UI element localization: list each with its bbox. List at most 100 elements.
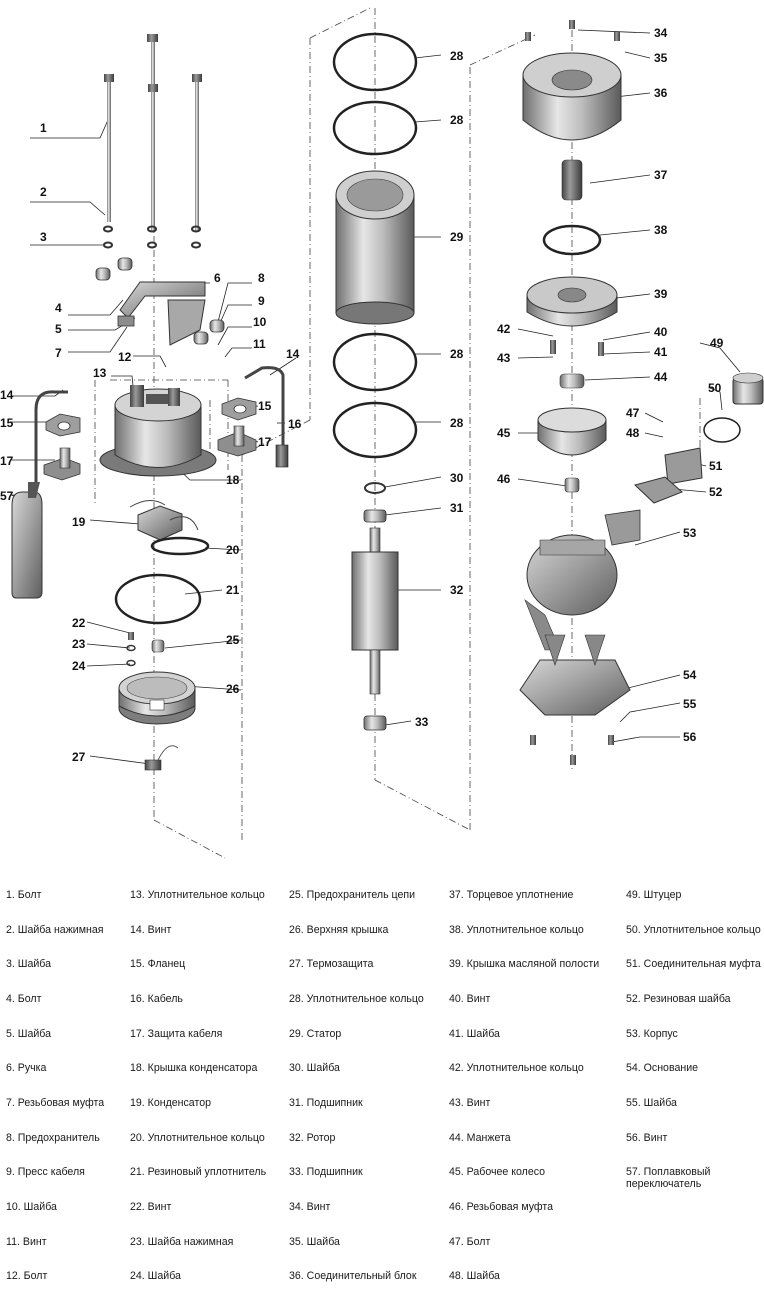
callout-labels: 1 2 3 4 5 6 7 8 9 10 11 12 13 14 14 15 1… bbox=[0, 26, 724, 764]
legend-item: 37. Торцевое уплотнение bbox=[449, 889, 574, 902]
thermal-protector bbox=[144, 745, 179, 771]
callout-label: 15 bbox=[0, 416, 14, 430]
capacitor bbox=[129, 500, 199, 541]
callout-label: 28 bbox=[450, 49, 464, 63]
exploded-view-diagram: 1 2 3 4 5 6 7 8 9 10 11 12 13 14 14 15 1… bbox=[0, 7, 764, 859]
callout-label: 2 bbox=[40, 185, 47, 199]
base bbox=[519, 634, 631, 765]
callout-label: 6 bbox=[214, 271, 221, 285]
callout-label: 44 bbox=[654, 370, 668, 384]
mechanical-seal bbox=[542, 159, 602, 256]
legend-item: 35. Шайба bbox=[289, 1235, 340, 1248]
legend-item: 51. Соединительная муфта bbox=[626, 958, 761, 971]
callout-label: 5 bbox=[55, 322, 62, 336]
callout-label: 41 bbox=[654, 345, 668, 359]
legend-column-2: 13. Уплотнительное кольцо 14. Винт 15. Ф… bbox=[130, 867, 266, 1294]
callout-label: 28 bbox=[450, 416, 464, 430]
callout-label: 11 bbox=[253, 337, 266, 351]
handle-assembly bbox=[95, 257, 225, 346]
legend-item: 6. Ручка bbox=[6, 1062, 47, 1075]
callout-label: 32 bbox=[450, 583, 464, 597]
callout-label: 8 bbox=[258, 271, 265, 285]
legend-item: 18. Крышка конденсатора bbox=[130, 1062, 258, 1075]
callout-label: 17 bbox=[258, 435, 272, 449]
legend-item: 38. Уплотнительное кольцо bbox=[449, 923, 584, 936]
legend-item: 13. Уплотнительное кольцо bbox=[130, 889, 265, 902]
callout-label: 28 bbox=[450, 347, 464, 361]
discharge-fittings bbox=[634, 372, 764, 504]
legend-item: 12. Болт bbox=[6, 1270, 48, 1283]
callout-label: 19 bbox=[72, 515, 86, 529]
legend-item: 15. Фланец bbox=[130, 958, 186, 971]
motor-cap bbox=[99, 385, 217, 477]
callout-label: 15 bbox=[258, 399, 272, 413]
callout-label: 36 bbox=[654, 86, 668, 100]
legend-item: 46. Резьбовая муфта bbox=[449, 1200, 554, 1213]
legend-item: 28. Уплотнительное кольцо bbox=[289, 993, 424, 1006]
callout-label: 43 bbox=[497, 351, 511, 365]
legend-column-1: 1. Болт 2. Шайба нажимная 3. Шайба 4. Бо… bbox=[6, 867, 104, 1294]
callout-label: 40 bbox=[654, 325, 668, 339]
callout-label: 30 bbox=[450, 471, 464, 485]
callout-label: 1 bbox=[40, 121, 47, 135]
legend-item: 34. Винт bbox=[289, 1200, 331, 1213]
float-switch bbox=[11, 482, 43, 599]
rotor bbox=[351, 482, 399, 731]
upper-cover bbox=[118, 671, 196, 725]
callout-label: 13 bbox=[93, 366, 107, 380]
legend-item: 57. Поплавковый переключатель bbox=[626, 1166, 711, 1190]
pump-housing bbox=[524, 509, 641, 651]
legend-item: 55. Шайба bbox=[626, 1096, 677, 1109]
cable-left bbox=[34, 390, 68, 495]
callout-label: 3 bbox=[40, 230, 47, 244]
legend-item: 44. Манжета bbox=[449, 1131, 511, 1144]
legend-item: 26. Верхняя крышка bbox=[289, 923, 389, 936]
callout-label: 42 bbox=[497, 322, 511, 336]
callout-label: 24 bbox=[72, 659, 86, 673]
small-fasteners-left bbox=[126, 632, 165, 667]
legend-item: 9. Пресс кабеля bbox=[6, 1166, 85, 1179]
callout-label: 53 bbox=[683, 526, 697, 540]
stator bbox=[335, 170, 415, 325]
legend-item: 10. Шайба bbox=[6, 1200, 57, 1213]
impeller bbox=[537, 373, 607, 493]
callout-label: 34 bbox=[654, 26, 668, 40]
seal-rings-left bbox=[114, 536, 210, 625]
callout-label: 14 bbox=[0, 388, 14, 402]
legend-item: 42. Уплотнительное кольцо bbox=[449, 1062, 584, 1075]
callout-label: 17 bbox=[0, 454, 14, 468]
legend-item: 5. Шайба bbox=[6, 1027, 52, 1040]
legend-item: 4. Болт bbox=[6, 993, 42, 1006]
seal-rings-centre bbox=[332, 32, 418, 459]
washers-small bbox=[103, 225, 201, 249]
flanges bbox=[43, 397, 289, 481]
legend-item: 2. Шайба нажимная bbox=[6, 923, 104, 936]
callout-label: 47 bbox=[626, 406, 640, 420]
callout-label: 38 bbox=[654, 223, 668, 237]
callout-label: 4 bbox=[55, 301, 62, 315]
callout-label: 18 bbox=[226, 473, 240, 487]
callout-label: 55 bbox=[683, 697, 697, 711]
callout-label: 14 bbox=[286, 347, 300, 361]
callout-label: 33 bbox=[415, 715, 429, 729]
callout-label: 51 bbox=[709, 459, 723, 473]
legend-item: 33. Подшипник bbox=[289, 1166, 363, 1179]
callout-label: 35 bbox=[654, 51, 668, 65]
legend-item: 14. Винт bbox=[130, 923, 172, 936]
legend-item: 47. Болт bbox=[449, 1235, 491, 1248]
legend-item: 8. Предохранитель bbox=[6, 1131, 100, 1144]
legend-item: 45. Рабочее колесо bbox=[449, 1166, 546, 1179]
callout-label: 27 bbox=[72, 750, 86, 764]
callout-label: 26 bbox=[226, 682, 240, 696]
callout-label: 9 bbox=[258, 294, 265, 308]
legend-item: 32. Ротор bbox=[289, 1131, 336, 1144]
legend-item: 49. Штуцер bbox=[626, 889, 682, 902]
long-bolts bbox=[104, 34, 202, 232]
legend-item: 39. Крышка масляной полости bbox=[449, 958, 600, 971]
legend-item: 50. Уплотнительное кольцо bbox=[626, 923, 761, 936]
legend-item: 29. Статор bbox=[289, 1027, 342, 1040]
callout-label: 31 bbox=[450, 501, 464, 515]
legend-item: 21. Резиновый уплотнитель bbox=[130, 1166, 267, 1179]
legend-item: 31. Подшипник bbox=[289, 1096, 363, 1109]
legend-item: 30. Шайба bbox=[289, 1062, 340, 1075]
